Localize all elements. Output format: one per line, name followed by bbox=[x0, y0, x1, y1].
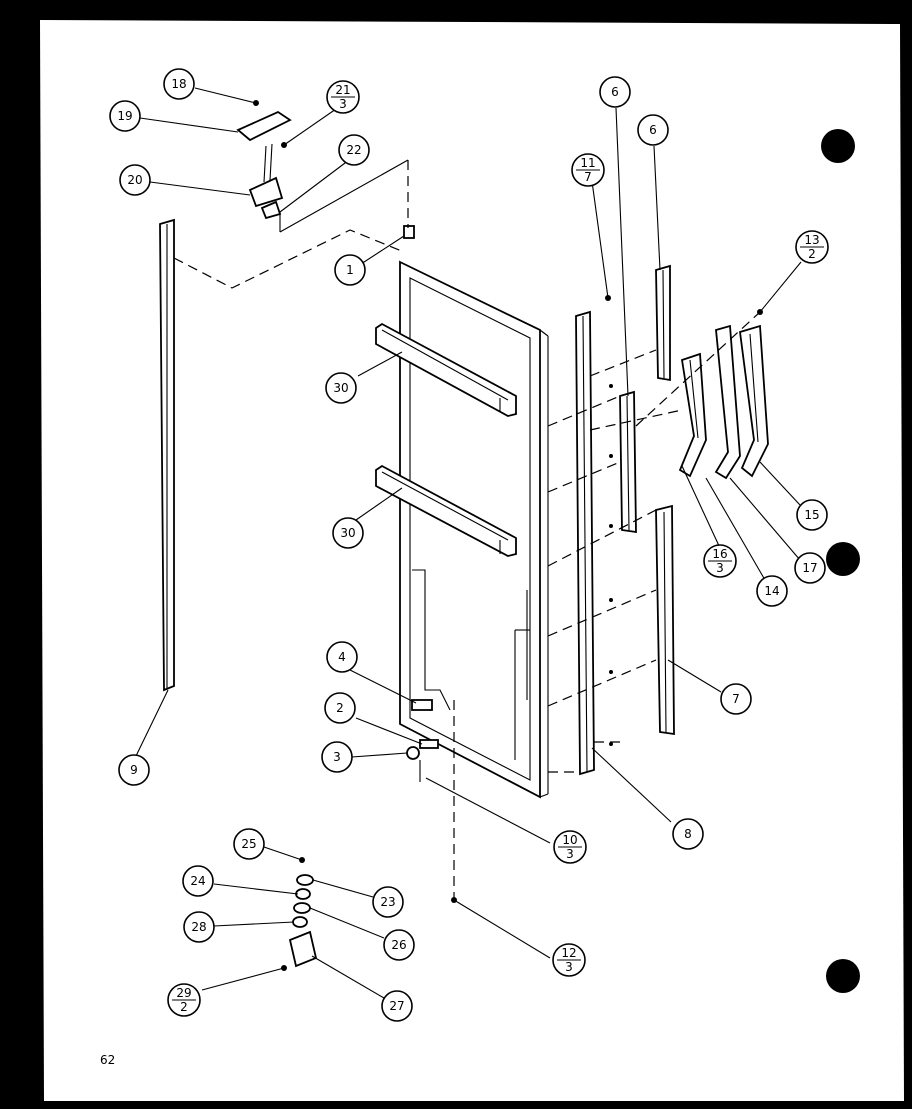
callout-denominator: 3 bbox=[716, 561, 724, 575]
callout-label: 26 bbox=[391, 938, 406, 952]
callout-label: 9 bbox=[130, 763, 138, 777]
callout-2: 2 bbox=[324, 692, 356, 724]
callout-label: 22 bbox=[346, 143, 361, 157]
trim-piece-6a bbox=[619, 390, 637, 534]
callout-label: 6 bbox=[649, 123, 657, 137]
callout-numerator: 10 bbox=[562, 833, 577, 847]
callout-numerator: 13 bbox=[804, 233, 819, 247]
callout-11-7: 11 7 bbox=[571, 153, 605, 187]
top-hinge bbox=[236, 110, 415, 239]
callout-18: 18 bbox=[163, 68, 195, 100]
callout-label: 8 bbox=[684, 827, 692, 841]
callout-22: 22 bbox=[338, 134, 370, 166]
hinge-leader bbox=[279, 159, 409, 233]
callout-denominator: 7 bbox=[584, 170, 592, 184]
callout-30-lower: 30 bbox=[332, 517, 364, 549]
callout-4: 4 bbox=[326, 641, 358, 673]
leader-lines bbox=[135, 87, 802, 999]
callout-1: 1 bbox=[334, 254, 366, 286]
callout-label: 7 bbox=[732, 692, 740, 706]
callout-label: 30 bbox=[333, 381, 348, 395]
trim-piece-6b bbox=[655, 264, 671, 382]
callout-label: 3 bbox=[333, 750, 341, 764]
callout-label: 20 bbox=[127, 173, 142, 187]
callout-24: 24 bbox=[182, 865, 214, 897]
callout-30-upper: 30 bbox=[325, 372, 357, 404]
callout-6: 6 bbox=[599, 76, 631, 108]
callout-27: 27 bbox=[381, 990, 413, 1022]
callout-3: 3 bbox=[321, 741, 353, 773]
callout-23: 23 bbox=[372, 886, 404, 918]
gasket-strip bbox=[159, 218, 175, 692]
callout-8: 8 bbox=[672, 818, 704, 850]
callout-26: 26 bbox=[383, 929, 415, 961]
breaker-strip bbox=[575, 310, 595, 776]
door-handle bbox=[678, 324, 769, 480]
callout-numerator: 11 bbox=[580, 156, 595, 170]
callout-25: 25 bbox=[233, 828, 265, 860]
callout-label: 28 bbox=[191, 920, 206, 934]
punch-hole bbox=[821, 129, 855, 163]
callout-label: 18 bbox=[171, 77, 186, 91]
callout-label: 17 bbox=[802, 561, 817, 575]
callout-denominator: 3 bbox=[339, 97, 347, 111]
callout-label: 30 bbox=[340, 526, 355, 540]
callout-17: 17 bbox=[794, 552, 826, 584]
callout-label: 14 bbox=[764, 584, 779, 598]
callout-denominator: 2 bbox=[180, 1000, 188, 1014]
callout-numerator: 16 bbox=[712, 547, 727, 561]
bottom-hinge bbox=[281, 857, 318, 971]
callout-19: 19 bbox=[109, 100, 141, 132]
callout-numerator: 21 bbox=[335, 83, 350, 97]
callout-label: 6 bbox=[611, 85, 619, 99]
callout-6-second: 6 bbox=[637, 114, 669, 146]
callout-12-3: 12 3 bbox=[552, 943, 586, 977]
callout-label: 15 bbox=[804, 508, 819, 522]
callout-numerator: 29 bbox=[176, 986, 191, 1000]
callout-numerator: 12 bbox=[561, 946, 576, 960]
door-stop-parts bbox=[406, 699, 439, 782]
callout-label: 23 bbox=[380, 895, 395, 909]
callout-20: 20 bbox=[119, 164, 151, 196]
door-shelf-lower bbox=[375, 464, 517, 557]
callout-label: 27 bbox=[389, 999, 404, 1013]
callout-label: 19 bbox=[117, 109, 132, 123]
callout-label: 24 bbox=[190, 874, 205, 888]
callout-16-3: 16 3 bbox=[703, 544, 737, 578]
callout-label: 2 bbox=[336, 701, 344, 715]
trim-piece-7 bbox=[655, 504, 675, 736]
callout-7: 7 bbox=[720, 683, 752, 715]
callout-10-3: 10 3 bbox=[553, 830, 587, 864]
callout-label: 1 bbox=[346, 263, 354, 277]
callout-label: 25 bbox=[241, 837, 256, 851]
callout-label: 4 bbox=[338, 650, 346, 664]
callout-14: 14 bbox=[756, 575, 788, 607]
page-number: 62 bbox=[100, 1053, 115, 1067]
callout-21-3: 21 3 bbox=[326, 80, 360, 114]
door-shelf-upper bbox=[375, 322, 517, 417]
callout-13-2: 13 2 bbox=[795, 230, 829, 264]
callout-denominator: 2 bbox=[808, 247, 816, 261]
callout-denominator: 3 bbox=[565, 960, 573, 974]
callout-29-2: 29 2 bbox=[167, 983, 201, 1017]
callout-denominator: 3 bbox=[566, 847, 574, 861]
punch-hole bbox=[826, 542, 860, 576]
callout-15: 15 bbox=[796, 499, 828, 531]
callout-28: 28 bbox=[183, 911, 215, 943]
assembly-lines bbox=[173, 160, 761, 898]
callout-9: 9 bbox=[118, 754, 150, 786]
punch-hole bbox=[826, 959, 860, 993]
